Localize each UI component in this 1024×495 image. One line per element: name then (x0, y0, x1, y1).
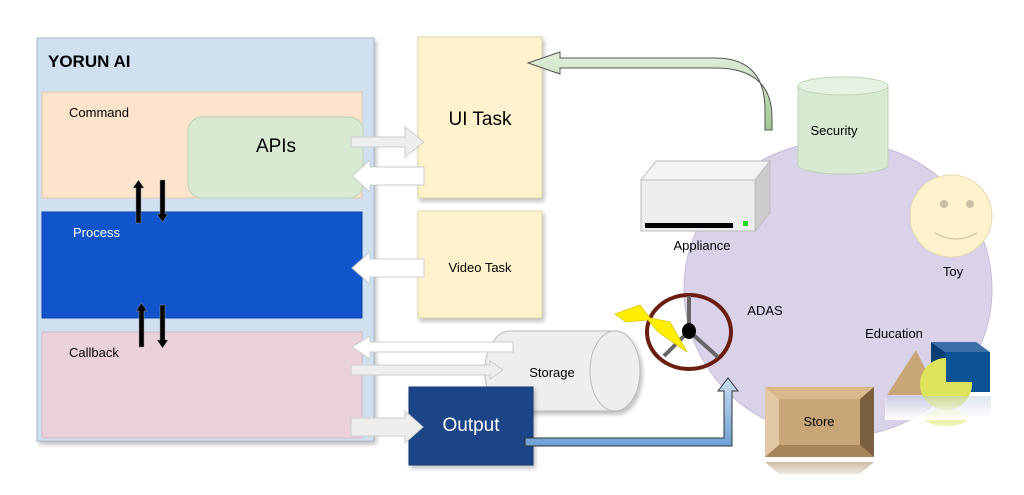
cube-shape-icon (931, 342, 990, 352)
video-task-box[interactable]: Video Task (417, 210, 543, 319)
appliance-led-icon (743, 221, 748, 226)
command-process-arrows (132, 179, 169, 224)
callback-label: Callback (69, 345, 119, 360)
storage-cylinder[interactable]: Storage (484, 330, 641, 412)
toy-label: Toy (943, 264, 964, 279)
education-app[interactable]: Education (865, 326, 993, 426)
arrow-right-icon (350, 409, 424, 445)
lightning-bolt-icon (614, 304, 688, 353)
store-label: Store (803, 414, 834, 429)
arrow-left-icon (351, 158, 425, 194)
ui-task-label: UI Task (448, 109, 512, 130)
security-app[interactable]: Security (797, 76, 889, 175)
process-layer[interactable]: Process (41, 211, 363, 319)
ui-task-box[interactable]: UI Task (417, 36, 543, 199)
up-arrow-icon (135, 302, 148, 348)
up-arrow-icon (132, 179, 145, 224)
process-label: Process (73, 225, 120, 240)
arrow-left-icon (351, 335, 514, 360)
appliance-app[interactable]: Appliance (639, 159, 772, 253)
process-callback-arrows (135, 302, 169, 349)
output-to-apps-arrow (524, 377, 740, 447)
storage-label: Storage (529, 365, 575, 380)
platform-title: YORUN AI (48, 52, 131, 71)
steering-wheel-icon (645, 293, 733, 371)
education-label: Education (865, 326, 923, 341)
apps-to-ui-task-arrow (526, 51, 773, 131)
callback-layer[interactable]: Callback (41, 331, 363, 439)
video-task-label: Video Task (448, 260, 512, 275)
command-label: Command (69, 105, 129, 120)
security-label: Security (811, 123, 858, 138)
down-arrow-icon (156, 179, 169, 223)
arrow-left-icon (351, 250, 425, 286)
output-label: Output (442, 415, 500, 436)
adas-app[interactable]: ADAS (614, 293, 783, 371)
toy-app[interactable]: Toy (909, 174, 993, 279)
platform-panel: YORUN AI Command APIs Process Callback (36, 37, 375, 442)
apis-box[interactable]: APIs (187, 116, 364, 199)
down-arrow-icon (156, 304, 169, 349)
arrow-right-icon (350, 125, 425, 159)
appliance-slot (645, 223, 733, 228)
output-box[interactable]: Output (408, 386, 534, 466)
apis-label: APIs (256, 136, 296, 157)
arrow-right-icon (350, 360, 504, 380)
adas-label: ADAS (747, 303, 783, 318)
flow-arrows (350, 125, 514, 445)
appliance-label: Appliance (673, 238, 730, 253)
store-app[interactable]: Store (763, 387, 876, 480)
smiley-face-icon (909, 174, 993, 258)
